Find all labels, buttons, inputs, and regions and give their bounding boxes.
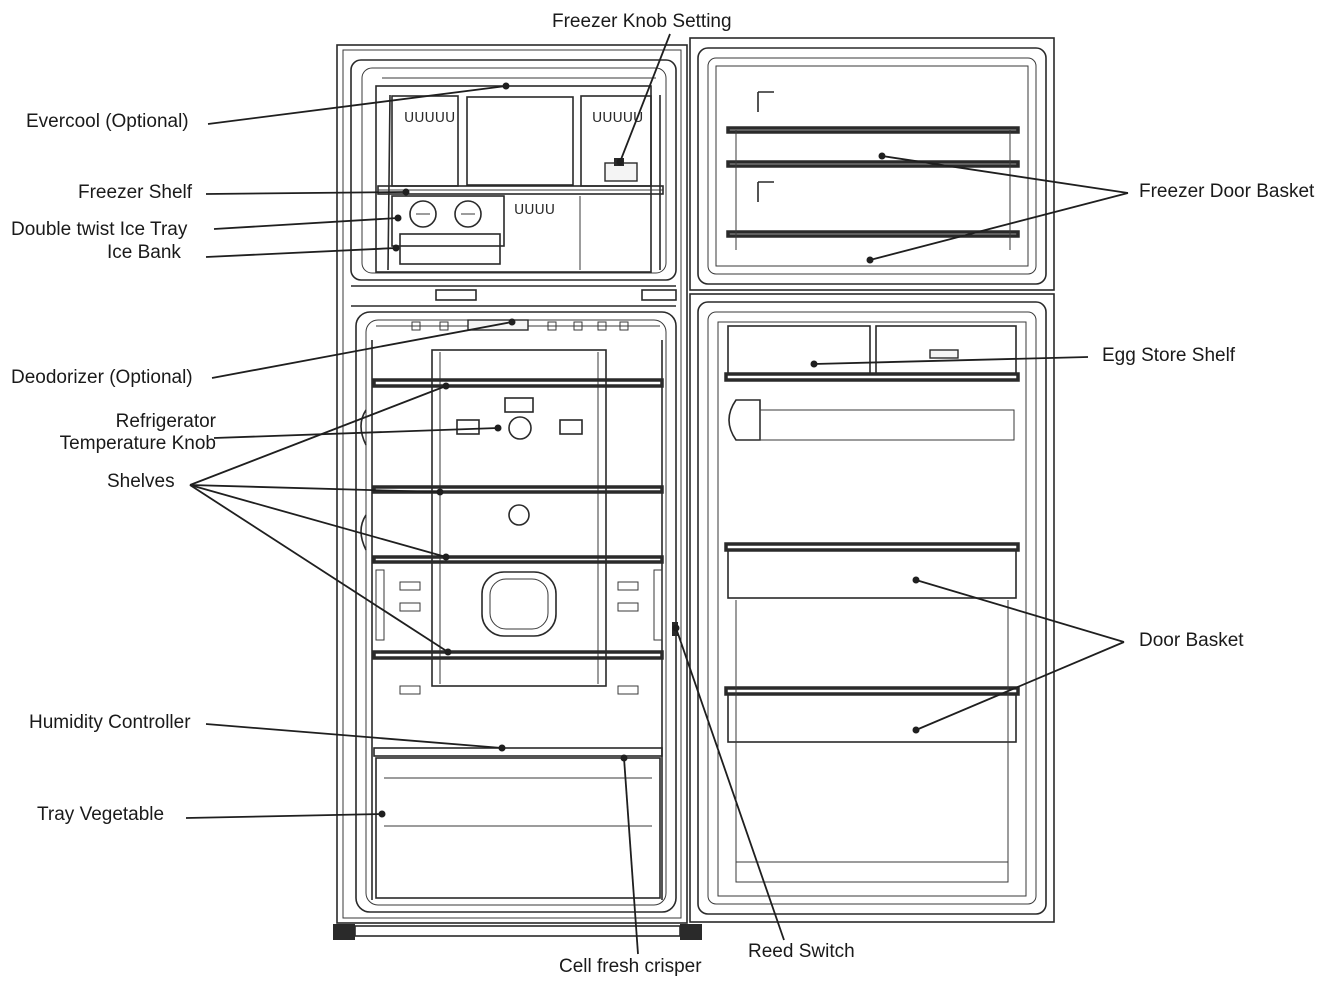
leader-freezer-door-basket [866, 152, 1129, 264]
label-deodorizer: Deodorizer (Optional) [11, 367, 193, 388]
svg-text:ᑌᑌᑌᑌᑌ: ᑌᑌᑌᑌᑌ [404, 110, 455, 126]
leader-freezer-knob [619, 33, 671, 163]
leader-ice-tray [213, 217, 399, 230]
fridge-door [689, 293, 1055, 923]
leader-deodorizer [211, 321, 513, 379]
svg-text:ᑌᑌᑌᑌᑌ: ᑌᑌᑌᑌᑌ [592, 110, 643, 126]
freezer-compartment: ᑌᑌᑌᑌᑌ ᑌᑌᑌᑌᑌ ᑌᑌᑌᑌ [350, 59, 677, 281]
leader-temp-knob [213, 427, 499, 439]
leader-humidity [205, 723, 503, 749]
leader-shelves [189, 382, 452, 656]
leader-evercool [207, 85, 507, 125]
callout-lines [185, 33, 1129, 955]
label-reed-switch: Reed Switch [748, 941, 855, 962]
leader-ice-bank [205, 247, 397, 258]
label-door-basket: Door Basket [1139, 630, 1244, 651]
label-tray-vegetable: Tray Vegetable [37, 804, 165, 825]
label-refrigerator-line1: Refrigerator [115, 411, 216, 432]
compartment-divider [351, 285, 677, 307]
leader-crisper [623, 757, 639, 955]
fridge-compartment [355, 311, 678, 913]
label-shelves: Shelves [107, 471, 175, 492]
label-freezer-knob-setting: Freezer Knob Setting [552, 11, 732, 32]
freezer-door [689, 37, 1055, 291]
cabinet-body [333, 44, 702, 940]
label-evercool: Evercool (Optional) [26, 111, 189, 132]
leader-egg-shelf [813, 356, 1089, 365]
label-cell-fresh-crisper: Cell fresh crisper [559, 956, 702, 977]
label-humidity-controller: Humidity Controller [29, 712, 191, 733]
svg-text:ᑌᑌᑌᑌ: ᑌᑌᑌᑌ [514, 202, 555, 218]
leader-tray-vegetable [185, 813, 383, 819]
label-freezer-shelf: Freezer Shelf [78, 182, 193, 203]
label-egg-store-shelf: Egg Store Shelf [1102, 345, 1236, 366]
label-freezer-door-basket: Freezer Door Basket [1139, 181, 1315, 202]
leader-freezer-shelf [205, 191, 407, 195]
label-refrigerator-line2: Temperature Knob [59, 433, 216, 454]
label-ice-bank: Ice Bank [107, 242, 181, 263]
leader-door-basket [912, 576, 1125, 734]
label-refrigerator-temperature-knob: Refrigerator Temperature Knob [40, 411, 216, 455]
leader-reed-switch [675, 627, 785, 941]
label-double-twist-ice-tray: Double twist Ice Tray [11, 219, 188, 240]
